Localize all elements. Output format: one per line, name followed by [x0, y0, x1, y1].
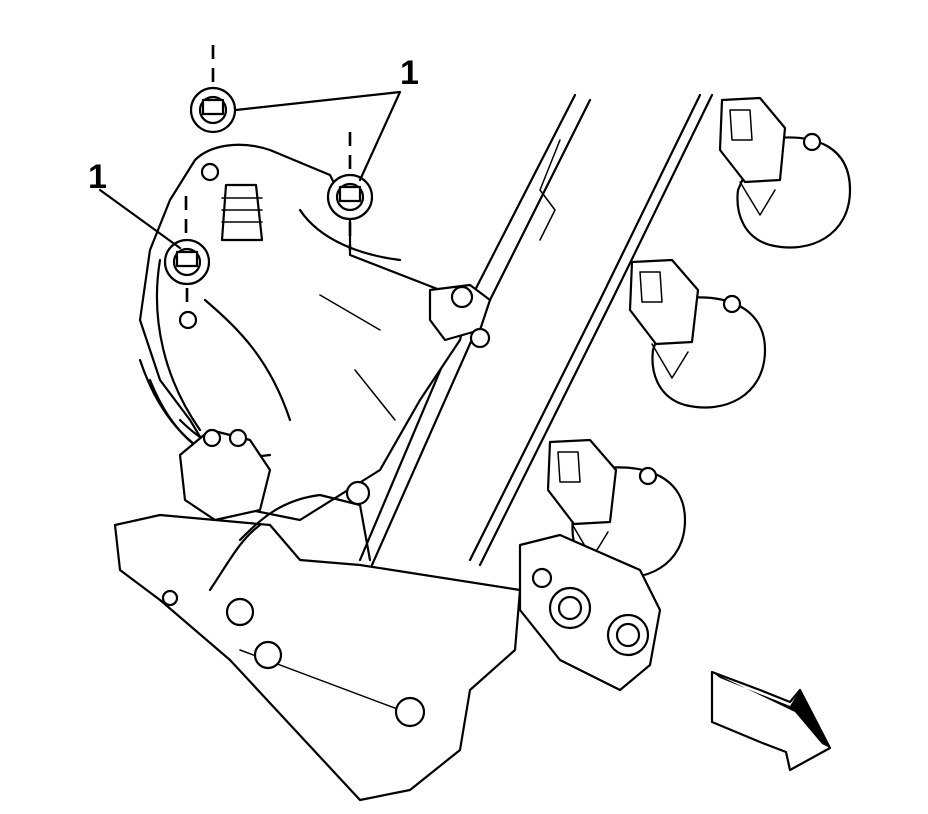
ignition-coil-3: [546, 438, 687, 579]
callout-leaders: [98, 90, 402, 250]
exhaust-stud: [220, 183, 264, 242]
coil-bracket: [518, 533, 662, 692]
ignition-coil-2: [628, 258, 767, 409]
callout-label-left: 1: [88, 158, 107, 196]
manifold-nut-3: [163, 196, 211, 310]
callout-label-top: 1: [400, 54, 419, 92]
manifold-nut-2: [326, 132, 374, 250]
lower-bracket: [113, 480, 522, 802]
sensor-connector: [178, 428, 272, 522]
manifold-nut-1: [189, 45, 237, 134]
ignition-coil-1: [718, 96, 852, 249]
front-arrow-icon: [710, 670, 832, 772]
